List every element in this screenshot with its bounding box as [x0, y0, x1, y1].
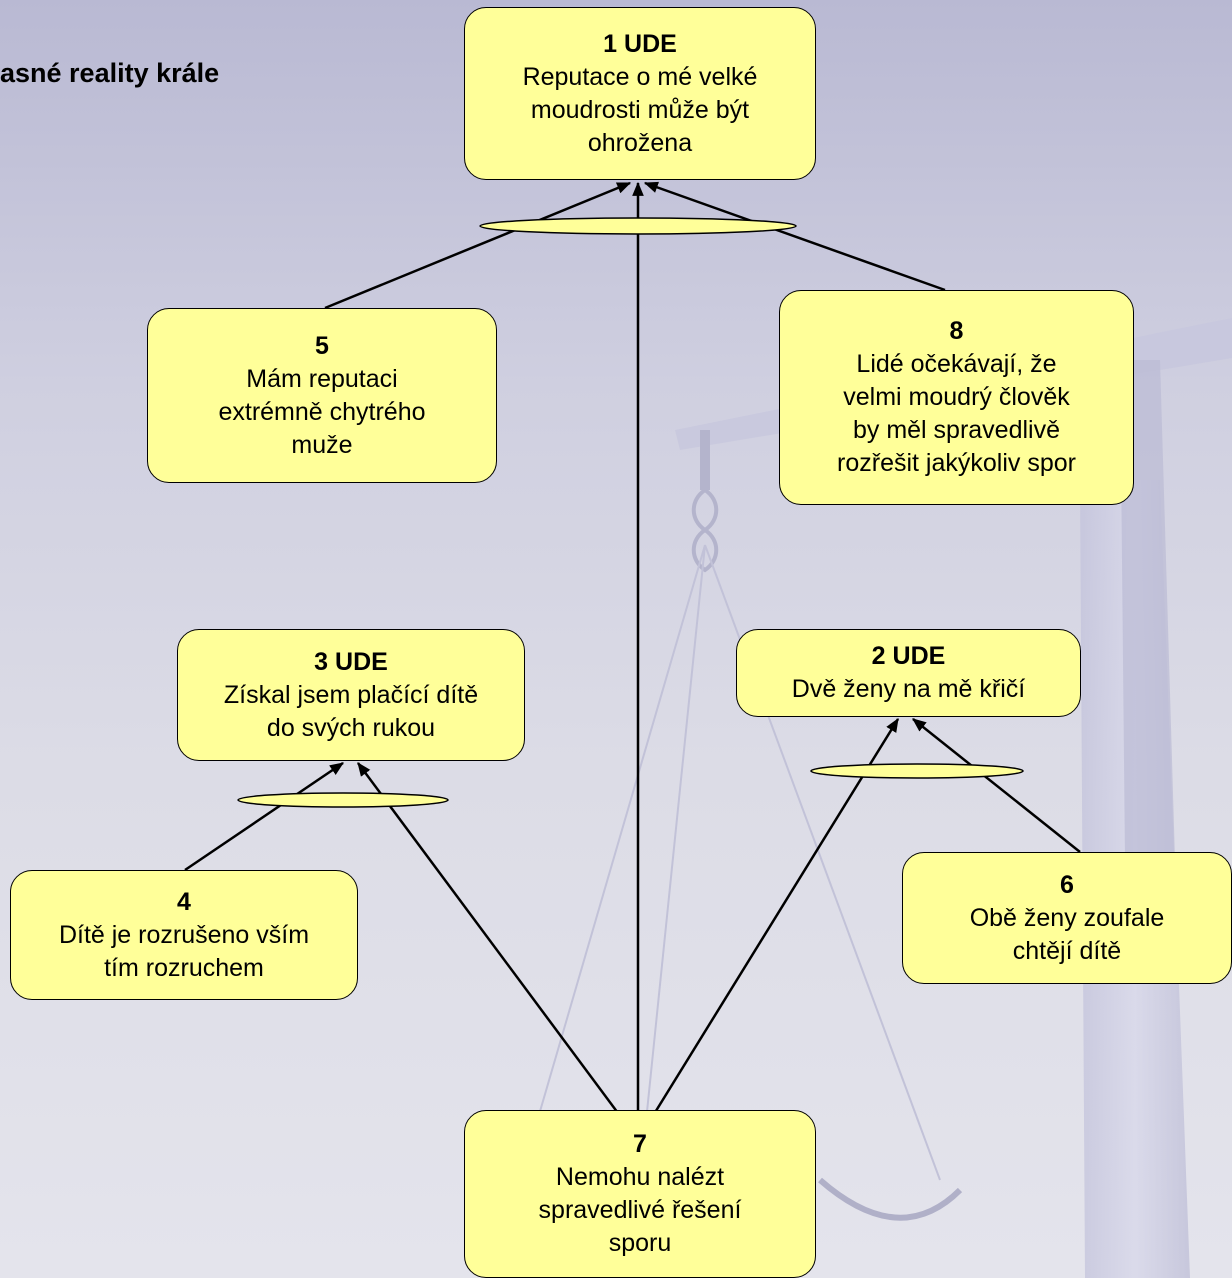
arrow-6-to-2	[912, 718, 1081, 853]
arrow-7-to-3	[356, 762, 640, 1141]
node-7-number: 7	[633, 1130, 647, 1158]
slide-title: asné reality krále	[0, 58, 220, 88]
chain-knot-shape	[691, 487, 719, 573]
node-3-text: Získal jsem plačící dítě do svých rukou	[223, 680, 479, 742]
and-connector-3	[237, 792, 449, 808]
scale-string-2	[639, 544, 706, 1181]
node-5: 5 Mám reputaci extrémně chytrého muže	[147, 308, 497, 483]
node-3-ude: 3 UDE Získal jsem plačící dítě do svých …	[177, 629, 525, 761]
node-1-ude: 1 UDE Reputace o mé velké moudrosti může…	[464, 7, 816, 180]
and-connector-1	[479, 217, 797, 235]
arrow-8-to-1	[643, 181, 946, 292]
arrow-7-to-2	[636, 718, 900, 1141]
node-1-number: 1 UDE	[603, 29, 677, 58]
node-2-ude: 2 UDE Dvě ženy na mě křičí	[736, 629, 1081, 717]
node-4: 4 Dítě je rozrušeno vším tím rozruchem	[10, 870, 358, 1000]
node-4-number: 4	[177, 887, 191, 916]
node-7-text: Nemohu nalézt spravedlivé řešení sporu	[538, 1163, 742, 1257]
node-7: 7 Nemohu nalézt spravedlivé řešení sporu	[464, 1110, 816, 1278]
node-2-text: Dvě ženy na mě křičí	[791, 675, 1026, 703]
node-6-number: 6	[1060, 870, 1074, 899]
arrow-4-to-3	[184, 761, 344, 872]
node-8-number: 8	[949, 317, 964, 345]
scale-pan-shape	[818, 1177, 963, 1221]
node-6-text: Obě ženy zoufale chtějí dítě	[969, 903, 1165, 965]
scale-string-1	[519, 544, 706, 1181]
node-2-number: 2 UDE	[871, 642, 946, 670]
node-5-text: Mám reputaci extrémně chytrého muže	[218, 364, 426, 459]
node-8-text: Lidé očekávají, že velmi moudrý člověk b…	[837, 350, 1076, 477]
node-8: 8 Lidé očekávají, že velmi moudrý člověk…	[779, 290, 1134, 505]
node-1-text: Reputace o mé velké moudrosti může být o…	[522, 62, 758, 157]
node-4-text: Dítě je rozrušeno vším tím rozruchem	[58, 920, 310, 982]
node-3-number: 3 UDE	[314, 647, 388, 676]
node-5-number: 5	[315, 331, 329, 360]
arrow-5-to-1	[324, 181, 632, 310]
node-6: 6 Obě ženy zoufale chtějí dítě	[902, 852, 1232, 984]
and-connector-2	[810, 763, 1024, 779]
